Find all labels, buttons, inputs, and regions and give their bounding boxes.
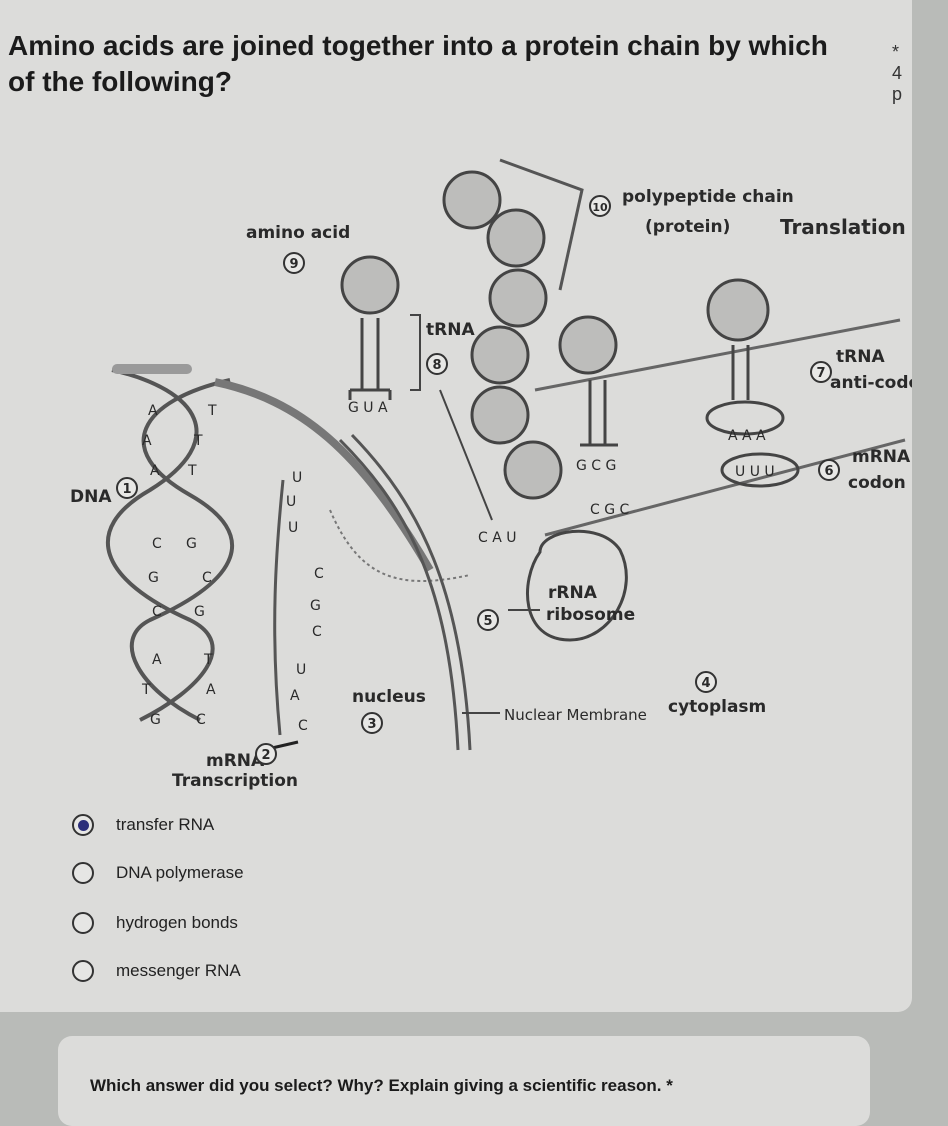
dna-base: A: [150, 463, 160, 479]
option-label: transfer RNA: [116, 815, 215, 834]
trna-bases-right: A A A: [728, 428, 766, 444]
label-trna-right: tRNA: [836, 347, 885, 367]
label-cytoplasm: cytoplasm: [668, 697, 766, 717]
option-label: hydrogen bonds: [116, 913, 238, 932]
radio-empty-icon[interactable]: [72, 912, 94, 934]
number-label: 4: [701, 676, 710, 691]
dna-base: A: [142, 433, 152, 449]
number-markers: 1 2 3 4 5 6 7 8 9 10: [116, 195, 840, 765]
number-circle: [255, 743, 277, 765]
question-card-2: Which answer did you select? Why? Explai…: [58, 1036, 870, 1126]
number-label: 5: [483, 614, 492, 629]
mrna-base: C: [312, 624, 322, 640]
trna-bases-mid: G C G: [576, 458, 616, 474]
label-dna: DNA: [70, 487, 112, 507]
mrna-base: A: [290, 688, 300, 704]
mrna-bases-mid: C A U: [478, 530, 517, 546]
dna-base: A: [152, 652, 162, 668]
dna-base: G: [150, 712, 161, 728]
number-label: 10: [592, 201, 608, 214]
label-polypeptide-chain: polypeptide chain: [622, 187, 794, 207]
label-nucleus: nucleus: [352, 687, 426, 707]
label-transcription: Transcription: [172, 771, 298, 791]
label-mrna-bottom: mRNA: [206, 751, 265, 771]
question-title: Amino acids are joined together into a p…: [8, 30, 828, 97]
dna-base: T: [203, 652, 213, 668]
dna-base: G: [194, 604, 205, 620]
number-circle: [695, 671, 717, 693]
question-2-title: Which answer did you select? Why? Explai…: [90, 1076, 673, 1095]
trna-bases-left: G U A: [348, 400, 388, 416]
option-label: messenger RNA: [116, 961, 241, 980]
dna-base: T: [141, 682, 151, 698]
required-points: * 4 p: [892, 42, 903, 104]
number-circle: [818, 459, 840, 481]
number-label: 6: [824, 464, 833, 479]
number-circle: [116, 477, 138, 499]
question-card: Amino acids are joined together into a p…: [0, 0, 912, 1012]
label-nuclear-membrane: Nuclear Membrane: [504, 706, 647, 724]
label-rrna: rRNA: [548, 583, 598, 603]
number-label: 8: [432, 358, 441, 373]
number-circle: [810, 361, 832, 383]
dna-base: T: [207, 403, 217, 419]
number-circle: [361, 712, 383, 734]
mrna-base: C: [314, 566, 324, 582]
number-label: 2: [261, 748, 270, 763]
dna-base: C: [196, 712, 206, 728]
mrna-base: G: [310, 598, 321, 614]
radio-empty-icon[interactable]: [72, 960, 94, 982]
option-dna-polymerase[interactable]: DNA polymerase: [72, 856, 472, 890]
number-circle: [426, 353, 448, 375]
dna-base: C: [202, 570, 212, 586]
mrna-bases-top: C G C: [590, 502, 630, 518]
option-hydrogen-bonds[interactable]: hydrogen bonds: [72, 906, 472, 940]
number-circle: [283, 252, 305, 274]
label-ribosome: ribosome: [546, 605, 635, 625]
dna-base: G: [148, 570, 159, 586]
mrna-base: U: [286, 494, 296, 510]
dna-base: T: [187, 463, 197, 479]
radio-selected-icon[interactable]: [72, 814, 94, 836]
label-translation: Translation: [780, 215, 906, 239]
option-label: DNA polymerase: [116, 863, 244, 882]
number-circle: [477, 609, 499, 631]
label-anti-codon: anti-codon: [830, 373, 912, 393]
dna-base: C: [152, 536, 162, 552]
label-protein: (protein): [645, 217, 730, 237]
label-mrna-right: mRNA: [852, 447, 911, 467]
option-transfer-rna[interactable]: transfer RNA: [72, 808, 472, 842]
protein-synthesis-diagram: polypeptide chain (protein) Translation …: [70, 158, 912, 791]
dna-base: G: [186, 536, 197, 552]
option-messenger-rna[interactable]: messenger RNA: [72, 954, 472, 988]
radio-empty-icon[interactable]: [72, 862, 94, 884]
codon-bases: U U U: [735, 464, 775, 480]
number-label: 3: [367, 717, 376, 732]
dna-base: C: [152, 604, 162, 620]
radio-dot-icon: [77, 819, 89, 831]
mrna-base: U: [292, 470, 302, 486]
label-codon: codon: [848, 473, 906, 493]
number-circle: [589, 195, 611, 217]
mrna-base: U: [288, 520, 298, 536]
dna-base: A: [206, 682, 216, 698]
label-trna-top: tRNA: [426, 320, 475, 340]
number-label: 1: [122, 482, 131, 497]
dna-base: T: [193, 433, 203, 449]
number-label: 7: [816, 366, 825, 381]
label-amino-acid: amino acid: [246, 223, 350, 243]
mrna-base: U: [296, 662, 306, 678]
dna-base: A: [148, 403, 158, 419]
number-label: 9: [289, 257, 298, 272]
mrna-base: C: [298, 718, 308, 734]
